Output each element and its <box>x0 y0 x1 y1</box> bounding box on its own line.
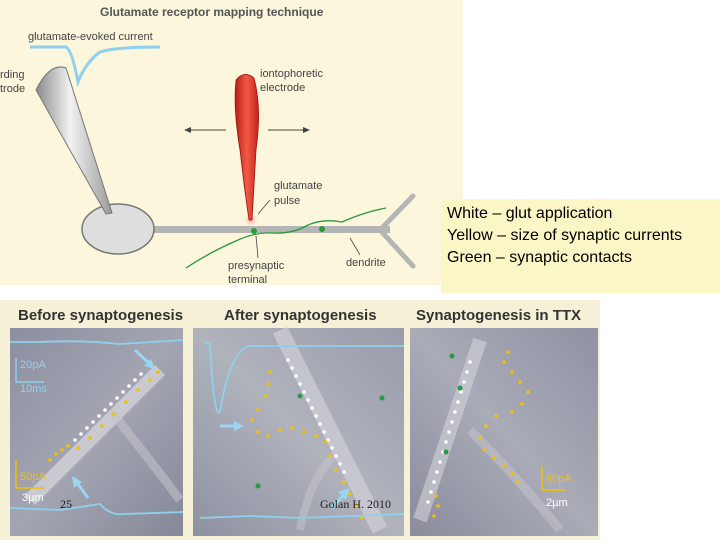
microscopy-panels: Before synaptogenesis After synaptogenes… <box>0 300 600 540</box>
panel-before-scale-current <box>15 358 44 383</box>
iontophoretic-electrode <box>234 74 259 221</box>
panel-after-trace-top <box>203 341 404 414</box>
panel-ttx-green-dots <box>443 353 463 455</box>
panel-ttx-scale-current <box>541 466 566 491</box>
synaptic-contact-1 <box>251 228 257 234</box>
panel-title-ttx: Synaptogenesis in TTX <box>416 307 581 324</box>
page-number: 25 <box>60 497 72 511</box>
panel-before-scale-current-2 <box>15 460 44 489</box>
arrow-left-head <box>184 127 191 133</box>
panel-ttx-yellow-dots <box>432 350 530 518</box>
panel-after <box>193 326 405 536</box>
presyn-label-1: presynaptic <box>228 260 285 272</box>
recording-label-2: trode <box>0 83 25 95</box>
panel-after-branch <box>296 446 343 531</box>
ionto-label-1: iontophoretic <box>260 68 323 80</box>
panel-ttx: 40pA 2µm <box>410 328 598 536</box>
cell-body <box>81 203 155 255</box>
panel-ttx-scale-length-label: 2µm <box>546 497 568 509</box>
color-legend: White – glut application Yellow – size o… <box>441 199 720 293</box>
diagram-title: Glutamate receptor mapping technique <box>100 5 324 19</box>
panel-before-arrowhead-top <box>144 359 155 369</box>
presynaptic-axon <box>185 207 387 269</box>
panel-before: 20pA 10ms 50pA 3µm <box>9 328 184 536</box>
presyn-label-2: terminal <box>228 274 267 285</box>
panel-before-trace-bottom <box>9 503 184 516</box>
panel-title-before: Before synaptogenesis <box>18 307 183 324</box>
panel-after-dendrite <box>272 326 388 534</box>
dendrite-branch <box>377 193 416 269</box>
panel-before-white-dots <box>73 372 143 442</box>
panel-after-green-dots <box>255 393 385 489</box>
panel-before-trace-top <box>10 339 184 345</box>
panel-before-arrowhead-bottom <box>72 476 82 488</box>
panel-ttx-white-dots <box>426 360 472 504</box>
panel-before-branch <box>106 407 184 503</box>
current-label: glutamate-evoked current <box>28 31 153 43</box>
dendrite-leader <box>349 237 361 256</box>
pulse-label-1: glutamate <box>274 180 322 192</box>
recording-pipette <box>35 66 113 215</box>
diagram-svg: Glutamate receptor mapping technique glu… <box>0 5 416 286</box>
panel-before-yellow-dots <box>48 370 160 462</box>
panel-after-arrowhead <box>234 421 244 431</box>
panel-before-scale-current-label: 20pA <box>20 359 46 371</box>
dendrite-shaft <box>140 226 390 233</box>
glutamate-mapping-diagram: Glutamate receptor mapping technique glu… <box>0 0 463 286</box>
panels-svg: Before synaptogenesis After synaptogenes… <box>9 307 598 536</box>
legend-line-yellow: Yellow – size of synaptic currents <box>447 227 683 244</box>
pulse-label-2: pulse <box>274 195 300 207</box>
legend-line-white: White – glut application <box>447 205 613 222</box>
panel-after-trace-bottom <box>199 513 405 519</box>
current-trace <box>30 45 161 88</box>
panel-before-scale-current-2-label: 50pA <box>20 471 46 483</box>
citation: Golan H. 2010 <box>320 497 391 511</box>
panel-before-scale-length-label: 3µm <box>22 492 44 504</box>
ionto-label-2: electrode <box>260 82 305 94</box>
panel-ttx-branch <box>466 426 564 533</box>
dendrite-label: dendrite <box>346 257 386 269</box>
panel-after-yellow-dots <box>250 370 364 520</box>
legend-line-green: Green – synaptic contacts <box>447 249 632 266</box>
recording-label-1: rding <box>0 69 24 81</box>
panel-title-after: After synaptogenesis <box>224 307 377 324</box>
arrow-right-head <box>303 127 310 133</box>
pulse-leader <box>257 199 271 215</box>
panel-after-arrowhead-bottom <box>338 488 350 500</box>
panel-ttx-dendrite <box>413 337 487 523</box>
panel-ttx-scale-current-label: 40pA <box>546 473 572 485</box>
panel-after-white-dots <box>286 358 346 474</box>
panel-before-scale-time-label: 10ms <box>20 383 47 395</box>
presyn-leader <box>255 235 259 259</box>
synaptic-contact-2 <box>319 226 325 232</box>
